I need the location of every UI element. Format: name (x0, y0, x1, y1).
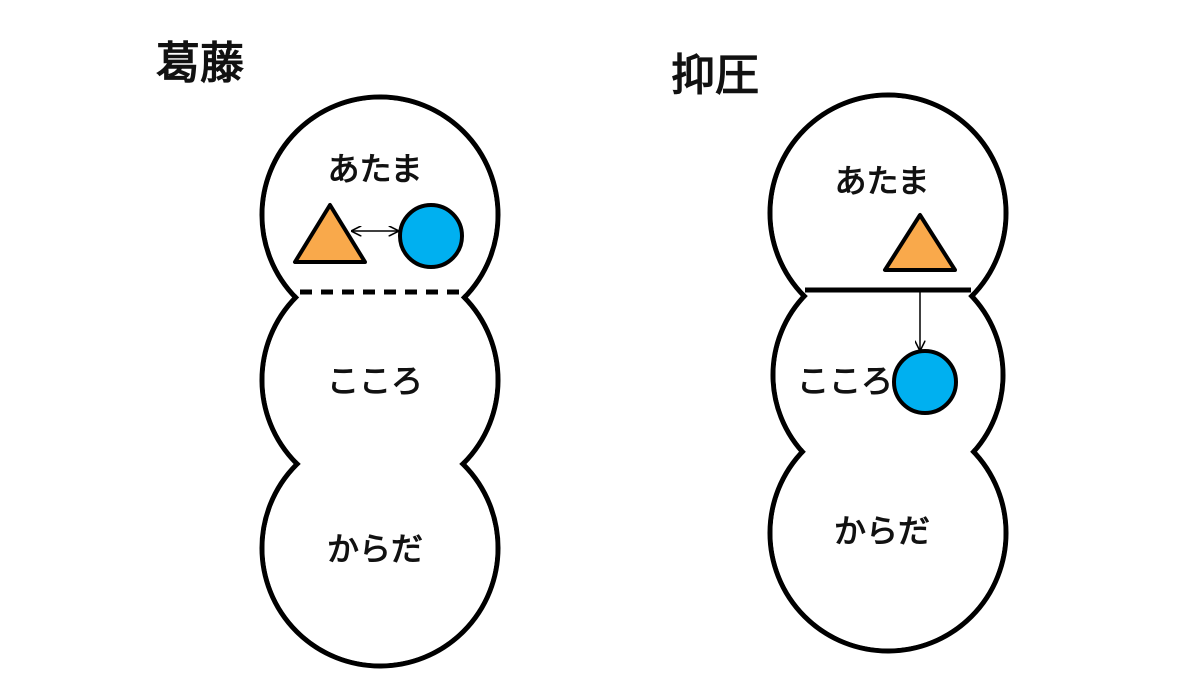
conflict-figure: 葛藤 あたま こころ からだ (156, 38, 501, 669)
triangle-icon (293, 203, 367, 264)
conflict-title: 葛藤 (156, 38, 244, 89)
body-outline (259, 94, 501, 669)
body-outline (767, 92, 1009, 654)
zone-head-label: あたま (327, 150, 422, 188)
zone-body-label: からだ (834, 512, 930, 550)
zone-heart-label: こころ (797, 362, 893, 400)
zone-body-label: からだ (327, 530, 423, 568)
circle-icon (892, 349, 958, 415)
zone-heart-label: こころ (327, 362, 423, 400)
repression-title: 抑圧 (671, 50, 759, 101)
triangle-icon (883, 213, 957, 272)
circle-icon (398, 203, 464, 269)
zone-head-label: あたま (834, 162, 929, 200)
repression-figure: 抑圧 あたま こころ からだ (671, 50, 1009, 654)
